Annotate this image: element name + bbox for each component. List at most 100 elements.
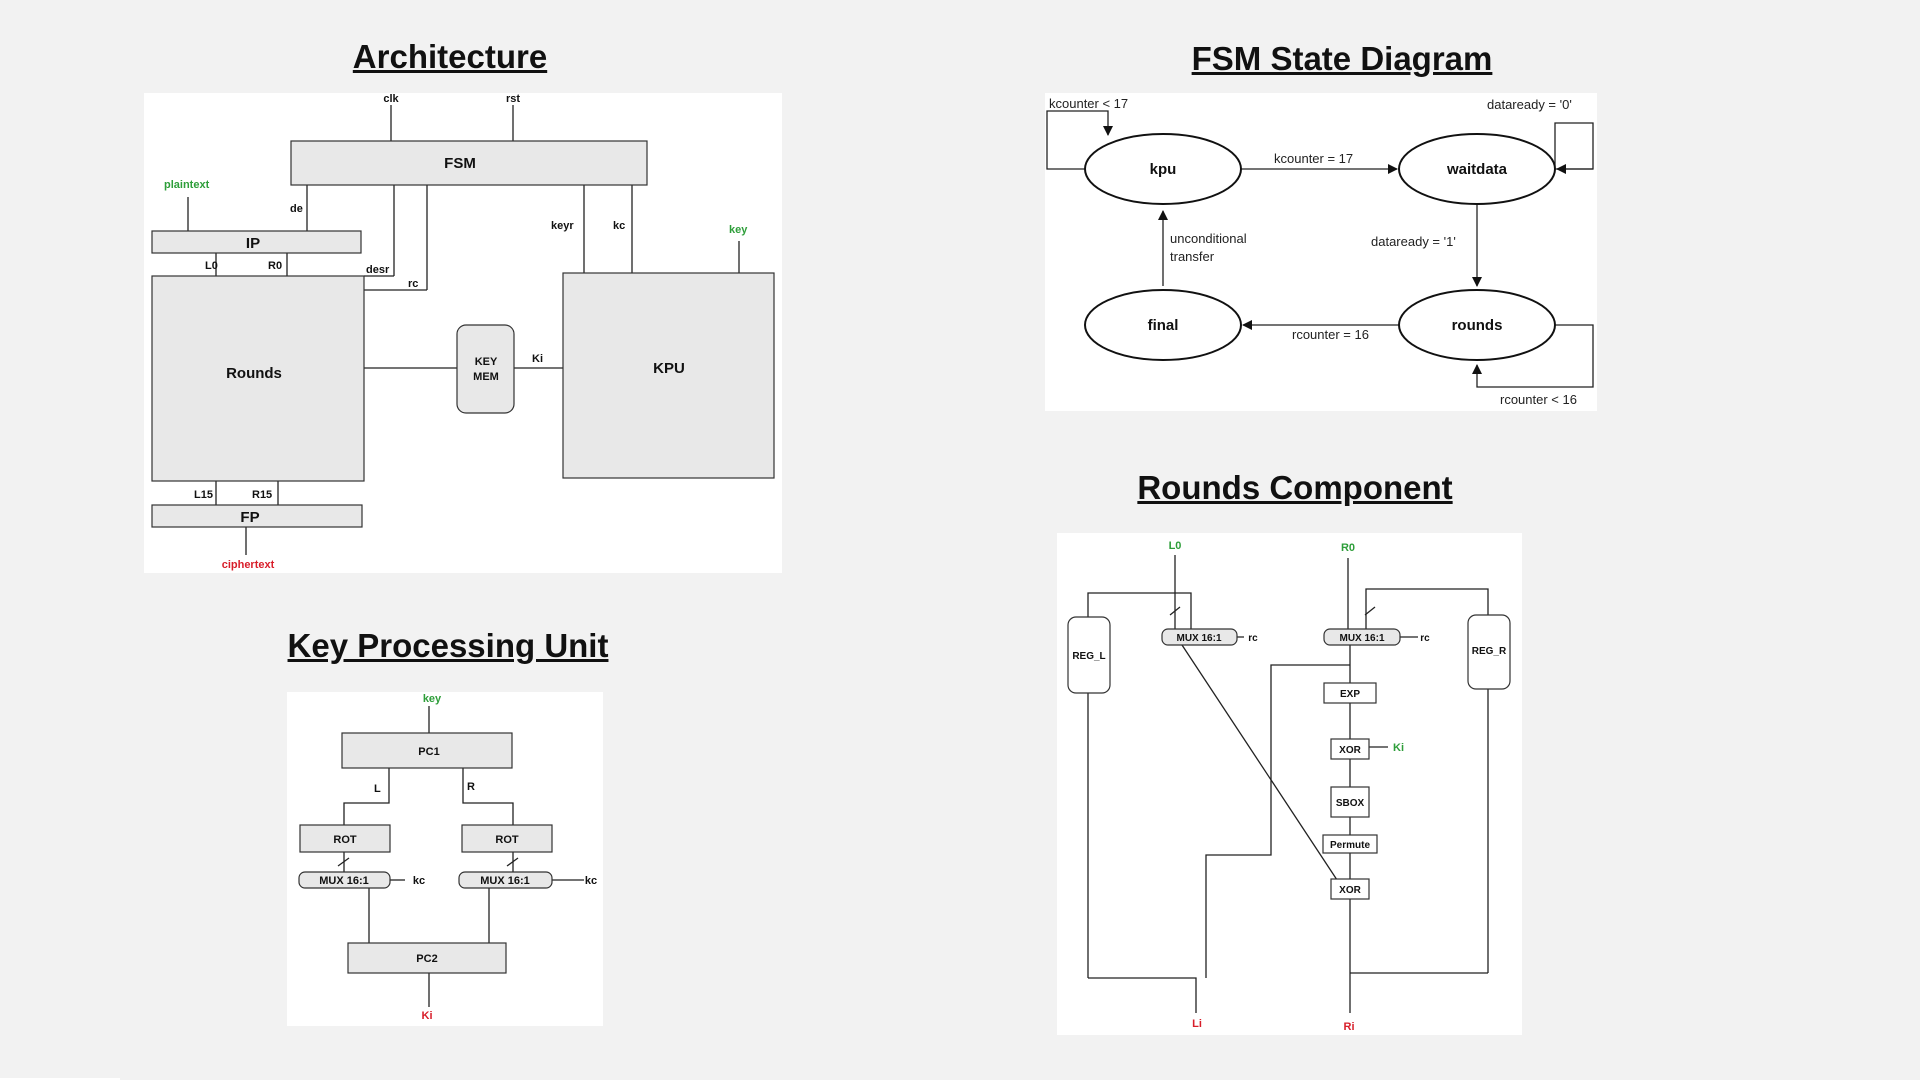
fsm-diagram: kpu waitdata final rounds kcounter < 17 … [1046,96,1594,407]
state-rounds [1398,289,1556,361]
ki-label: Ki [532,353,543,365]
kpu-diagram: key PC1 L R ROT ROT MUX 16:1 MUX 16:1 kc… [298,693,597,1022]
cond-rounds-final: rcounter = 16 [1292,327,1369,342]
l-label: L [374,783,381,795]
cond-rounds-self: rcounter < 16 [1500,392,1577,407]
exp-label: EXP [1340,689,1360,700]
transition-kpu-self [1046,110,1123,170]
architecture-panel: clk rst FSM plaintext de IP L0 R0 desr r… [144,93,782,573]
xor2-block [1330,878,1370,900]
mux-left-label: MUX 16:1 [319,875,369,887]
plaintext-label: plaintext [164,179,210,191]
r-label: R [467,781,475,793]
xor1-label: XOR [1339,745,1361,756]
mux-right-block [1323,628,1401,646]
kpu-ki-label: Ki [422,1010,433,1022]
mux-left-label: MUX 16:1 [1176,633,1221,644]
fsm-block [290,140,648,186]
state-final-label: final [1148,317,1179,334]
ip-label: IP [246,235,260,252]
state-final [1084,289,1242,361]
xor1-block [1330,738,1370,760]
fp-block [151,504,363,528]
fsm-title: FSM State Diagram [1191,40,1493,77]
kc-label: kc [613,220,625,232]
cond-final-kpu-2: transfer [1170,249,1215,264]
rounds-panel: L0 R0 REG_L REG_R MUX 16:1 MUX 16:1 rc r… [1057,533,1522,1035]
permute-label: Permute [1330,840,1370,851]
rounds-l0-label: L0 [1169,540,1182,552]
clk-label: clk [383,93,399,105]
rounds-block [151,275,365,482]
architecture-diagram: clk rst FSM plaintext de IP L0 R0 desr r… [151,93,775,571]
rounds-ki-label: Ki [1393,742,1404,754]
rounds-r0-label: R0 [1341,542,1355,554]
keymem-block [456,324,515,414]
permute-block [1322,834,1378,854]
rounds-title: Rounds Component [1137,469,1453,506]
rounds-ri-label: Ri [1344,1021,1355,1033]
state-waitdata-label: waitdata [1446,161,1508,178]
de-label: de [290,203,303,215]
l0-label: L0 [205,260,218,272]
exp-block [1323,682,1377,704]
xor2-label: XOR [1339,885,1361,896]
cond-kpu-waitdata: kcounter = 17 [1274,151,1353,166]
state-waitdata [1398,133,1556,205]
transition-rounds-self [1472,324,1594,388]
cond-waitdata-self: dataready = '0' [1487,97,1572,112]
key-label: key [729,224,748,236]
cond-final-kpu-1: unconditional [1170,231,1247,246]
reg-l-label: REG_L [1072,651,1105,662]
cond-waitdata-rounds: dataready = '1' [1371,234,1456,249]
r0-label: R0 [268,260,282,272]
fp-label: FP [240,509,259,526]
architecture-title: Architecture [352,38,548,75]
keymem-label-2: MEM [473,371,499,383]
pc1-block [341,732,513,769]
kpu-key-label: key [423,693,442,705]
rc-right-label: rc [1420,633,1430,644]
kpu-label: KPU [653,360,685,377]
rounds-li-label: Li [1192,1018,1202,1030]
pc2-block [347,942,507,974]
sbox-block [1330,786,1370,818]
rst-label: rst [506,93,520,105]
desr-label: desr [366,264,390,276]
fsm-panel: kpu waitdata final rounds kcounter < 17 … [1045,93,1597,411]
state-kpu [1084,133,1242,205]
kc-left-label: kc [413,875,425,887]
mux-right-label: MUX 16:1 [480,875,530,887]
bottom-divider [0,1078,120,1080]
ciphertext-label: ciphertext [222,559,275,571]
reg-r-label: REG_R [1472,646,1507,657]
rot-left-label: ROT [333,834,357,846]
kpu-panel: key PC1 L R ROT ROT MUX 16:1 MUX 16:1 kc… [287,692,603,1026]
rot-right-label: ROT [495,834,519,846]
l15-label: L15 [194,489,213,501]
rot-right-block [461,824,553,853]
r15-label: R15 [252,489,272,501]
rot-left-block [299,824,391,853]
ip-block [151,230,362,254]
sbox-label: SBOX [1336,798,1365,809]
mux-left-block [1161,628,1238,646]
kpu-title: Key Processing Unit [287,627,609,664]
keyr-label: keyr [551,220,574,232]
mux-right-label: MUX 16:1 [1339,633,1384,644]
state-kpu-label: kpu [1150,161,1177,178]
mux-left-block [298,871,391,889]
pc2-label: PC2 [416,953,437,965]
reg-r-block [1467,614,1511,690]
rounds-diagram: L0 R0 REG_L REG_R MUX 16:1 MUX 16:1 rc r… [1067,540,1511,1033]
reg-l-block [1067,616,1111,694]
keymem-label-1: KEY [475,356,498,368]
mux-right-block [458,871,553,889]
cond-kpu-self: kcounter < 17 [1049,96,1128,111]
state-rounds-label: rounds [1452,317,1503,334]
fsm-label: FSM [444,155,476,172]
kpu-block [562,272,775,479]
rc-left-label: rc [1248,633,1258,644]
transition-waitdata-self-loop [1554,122,1594,170]
rounds-label: Rounds [226,365,282,382]
